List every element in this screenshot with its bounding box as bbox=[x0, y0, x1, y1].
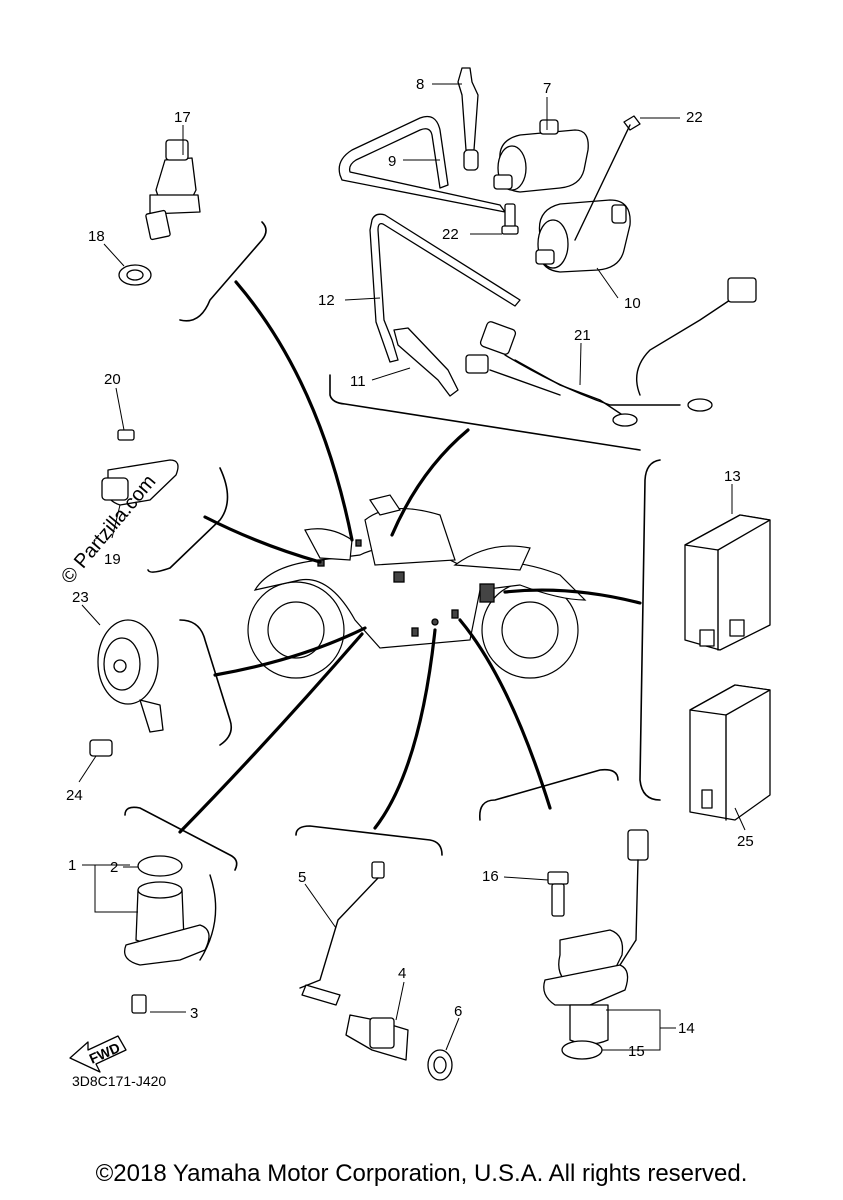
bolt-20 bbox=[117, 429, 135, 441]
callout-16: 16 bbox=[482, 868, 499, 885]
fwd-label: FWD bbox=[87, 1039, 123, 1067]
ecu-relay-group bbox=[639, 459, 771, 821]
ecu-13 bbox=[684, 514, 771, 651]
o-ring-2 bbox=[137, 855, 183, 877]
callout-5: 5 bbox=[298, 869, 306, 886]
o2-sensor-group bbox=[295, 825, 453, 1081]
bolt-3 bbox=[131, 994, 147, 1014]
plug-lead-9 bbox=[338, 115, 506, 213]
leader-lines bbox=[178, 280, 642, 834]
wire-harness-21 bbox=[465, 277, 757, 427]
ignition-group bbox=[329, 67, 757, 451]
plug-cap-11 bbox=[393, 327, 459, 397]
plug-cap-8 bbox=[457, 67, 479, 151]
motorcycle-silhouette bbox=[247, 494, 587, 679]
callout-numbers: 8 7 9 22 22 10 12 11 21 17 18 20 19 23 2… bbox=[66, 76, 754, 1060]
callout-18: 18 bbox=[88, 228, 105, 245]
bolt-16 bbox=[547, 871, 569, 885]
callout-23: 25 bbox=[737, 833, 754, 850]
ignition-coil-7 bbox=[493, 119, 589, 193]
o-ring-15 bbox=[561, 1040, 603, 1060]
callout-24: 23 bbox=[72, 589, 89, 606]
plug-lead-12 bbox=[369, 213, 521, 363]
sensor-14 bbox=[569, 1004, 609, 1045]
callout-22b: 22 bbox=[442, 226, 459, 243]
thermo-switch-group bbox=[118, 139, 267, 322]
callout-11: 11 bbox=[350, 373, 366, 390]
callout-17: 17 bbox=[174, 109, 191, 126]
relay-23 bbox=[689, 684, 771, 821]
callout-8: 8 bbox=[416, 76, 424, 93]
sensor-1-group bbox=[123, 806, 238, 1014]
o2-sensor-4 bbox=[345, 1014, 409, 1061]
sensor-14-group bbox=[478, 768, 649, 1060]
callout-25: 24 bbox=[66, 787, 83, 804]
callout-14: 14 bbox=[678, 1020, 695, 1037]
callout-12: 12 bbox=[318, 292, 335, 309]
callout-9: 9 bbox=[388, 153, 396, 170]
callout-10: 10 bbox=[624, 295, 641, 312]
horn-group bbox=[89, 619, 233, 757]
callout-20: 20 bbox=[104, 371, 121, 388]
callout-15: 15 bbox=[628, 1043, 645, 1060]
drawing-code: 3D8C171-J420 bbox=[72, 1073, 166, 1089]
sensor-19-group bbox=[101, 429, 229, 573]
ignition-coil-10 bbox=[535, 199, 631, 273]
fwd-arrow: FWD bbox=[69, 1035, 127, 1073]
callout-4: 4 bbox=[398, 965, 406, 982]
callout-3: 3 bbox=[190, 1005, 198, 1022]
callout-13: 13 bbox=[724, 468, 741, 485]
callout-19: 19 bbox=[104, 551, 121, 568]
callout-1: 1 bbox=[68, 857, 76, 874]
callout-6: 6 bbox=[454, 1003, 462, 1020]
callout-7: 7 bbox=[543, 80, 551, 97]
copyright-footer: ©2018 Yamaha Motor Corporation, U.S.A. A… bbox=[95, 1160, 748, 1187]
callout-21: 21 bbox=[574, 327, 591, 344]
callout-2: 2 bbox=[110, 859, 118, 876]
callout-leaders bbox=[78, 83, 746, 1051]
callout-22a: 22 bbox=[686, 109, 703, 126]
bolt-25 bbox=[89, 739, 113, 757]
